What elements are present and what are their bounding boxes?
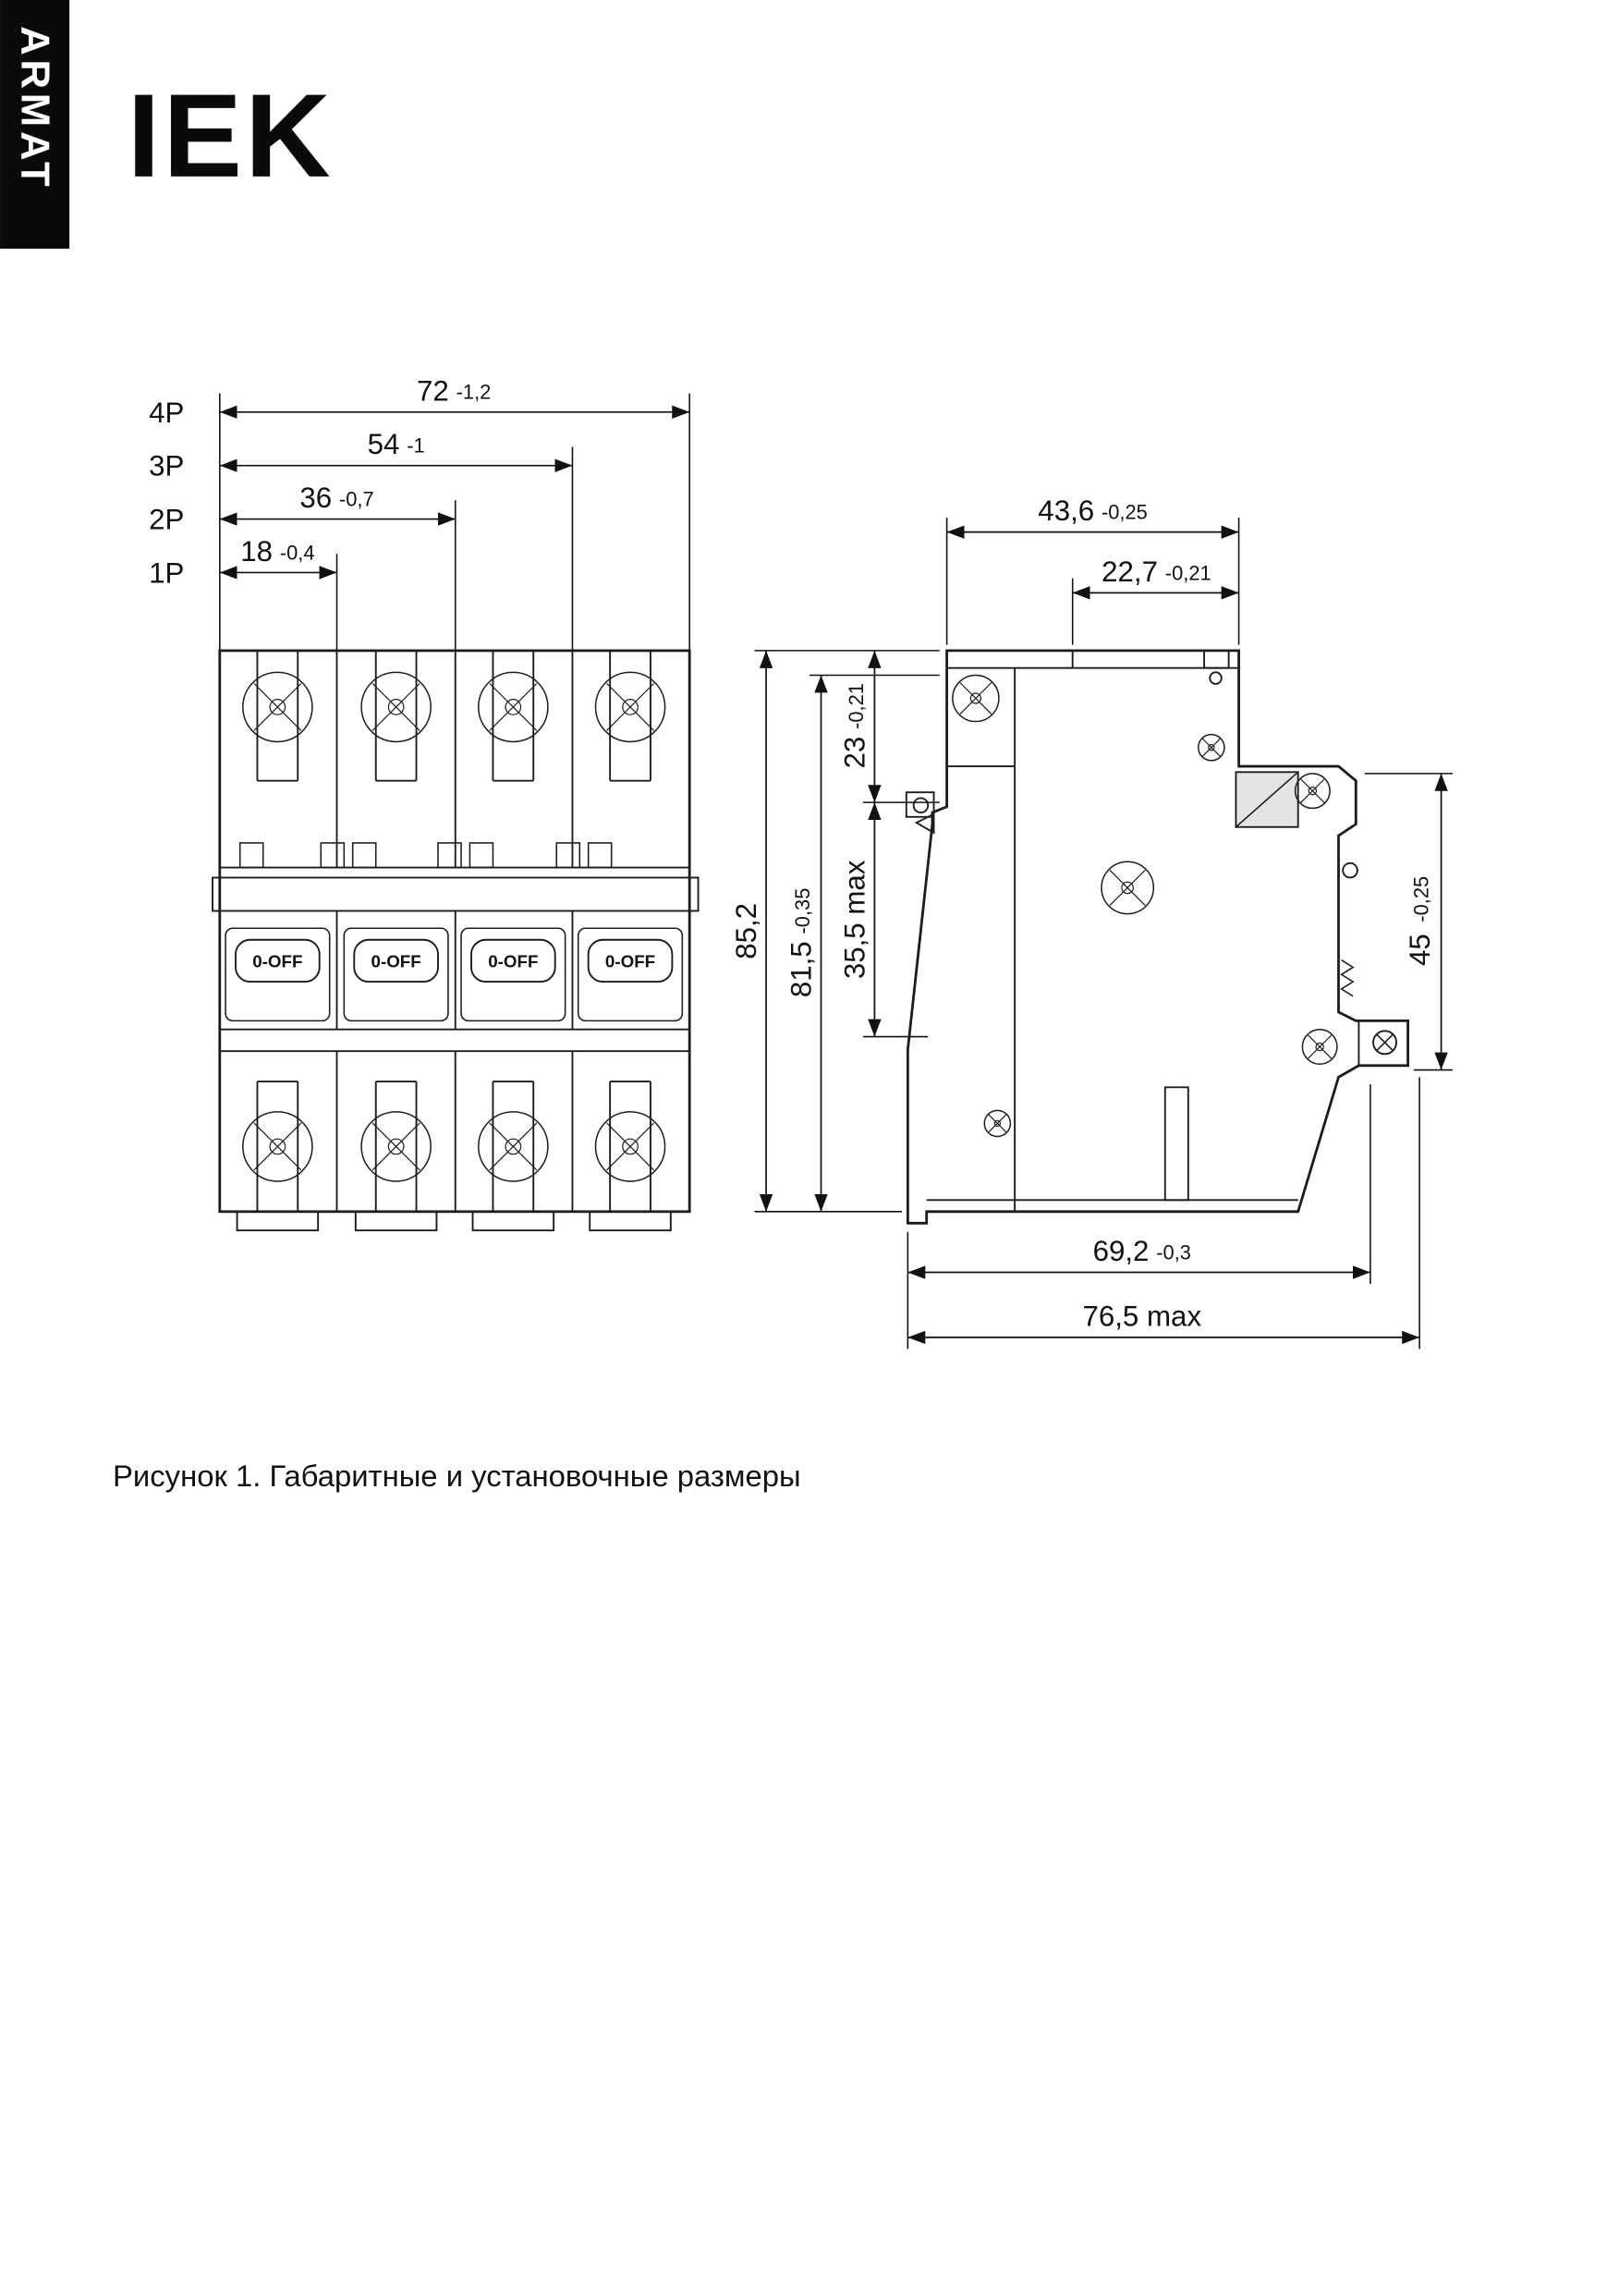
side-view-dimensions: 43,6-0,25 22,7-0,21 85,2 81,5-0,35 23-0,… bbox=[730, 495, 1454, 1350]
side-view-body bbox=[905, 649, 1409, 1225]
side-screw-icon bbox=[1102, 861, 1153, 913]
dim-1p: 18-0,4 bbox=[240, 535, 314, 568]
handle-off-label: 0-OFF bbox=[252, 951, 302, 971]
side-rivet-icon bbox=[1302, 1030, 1337, 1065]
side-rivet-icon bbox=[1296, 774, 1331, 809]
pole-label-2p: 2P bbox=[149, 504, 184, 536]
terminal-screw-icon bbox=[479, 672, 548, 741]
dim-3p: 54-1 bbox=[368, 428, 425, 460]
handle-off-label: 0-OFF bbox=[605, 951, 655, 971]
iek-logo: IEK bbox=[128, 70, 334, 202]
side-rivet-icon bbox=[1199, 735, 1224, 761]
pole-label-4p: 4P bbox=[149, 397, 184, 429]
dim-depth-max: 76,5 max bbox=[1082, 1300, 1201, 1332]
toggle-handles: 0-OFF 0-OFF 0-OFF 0-OFF bbox=[225, 927, 684, 1022]
armat-sidebar-bar bbox=[0, 0, 70, 250]
handle-off-label: 0-OFF bbox=[371, 951, 421, 971]
terminal-screw-icon bbox=[595, 672, 664, 741]
dim-lever-zone: 35,5 max bbox=[838, 860, 870, 979]
mid-tabs bbox=[238, 842, 613, 869]
terminal-screw-icon bbox=[243, 1112, 312, 1181]
dim-din-recess: 45-0,25 bbox=[1404, 876, 1436, 966]
dim-height-total: 85,2 bbox=[730, 903, 762, 959]
terminal-screw-icon bbox=[479, 1112, 548, 1181]
pole-label-1p: 1P bbox=[149, 556, 184, 589]
pole-label-3p: 3P bbox=[149, 450, 184, 482]
armat-sidebar: ARMAT bbox=[0, 0, 70, 250]
figure-caption: Рисунок 1. Габаритные и установочные раз… bbox=[113, 1459, 801, 1493]
dim-width-top: 43,6-0,25 bbox=[1038, 495, 1148, 527]
side-rivet-icon bbox=[984, 1110, 1010, 1136]
dim-4p: 72-1,2 bbox=[417, 374, 491, 407]
terminal-screw-icon bbox=[361, 1112, 431, 1181]
armat-sidebar-label: ARMAT bbox=[12, 26, 57, 190]
dim-height-body: 81,5-0,35 bbox=[785, 888, 818, 998]
handle-off-label: 0-OFF bbox=[488, 951, 538, 971]
bottom-terminals bbox=[243, 1081, 665, 1212]
dim-width-upper: 22,7-0,21 bbox=[1102, 556, 1211, 588]
side-screw-icon bbox=[953, 675, 999, 721]
dim-2p: 36-0,7 bbox=[299, 482, 373, 514]
dim-depth-upper: 23-0,21 bbox=[838, 683, 870, 768]
front-view-dimensions: 4P 3P 2P 1P 72-1,2 54-1 36-0,7 18-0,4 bbox=[149, 374, 690, 651]
dim-depth-lower: 69,2-0,3 bbox=[1093, 1235, 1191, 1267]
front-view-body: 0-OFF 0-OFF 0-OFF 0-OFF bbox=[212, 651, 700, 1232]
terminal-screw-icon bbox=[243, 672, 312, 741]
terminal-screw-icon bbox=[361, 672, 431, 741]
din-feet bbox=[236, 1210, 672, 1232]
top-terminals bbox=[243, 651, 665, 782]
terminal-screw-icon bbox=[595, 1112, 664, 1181]
